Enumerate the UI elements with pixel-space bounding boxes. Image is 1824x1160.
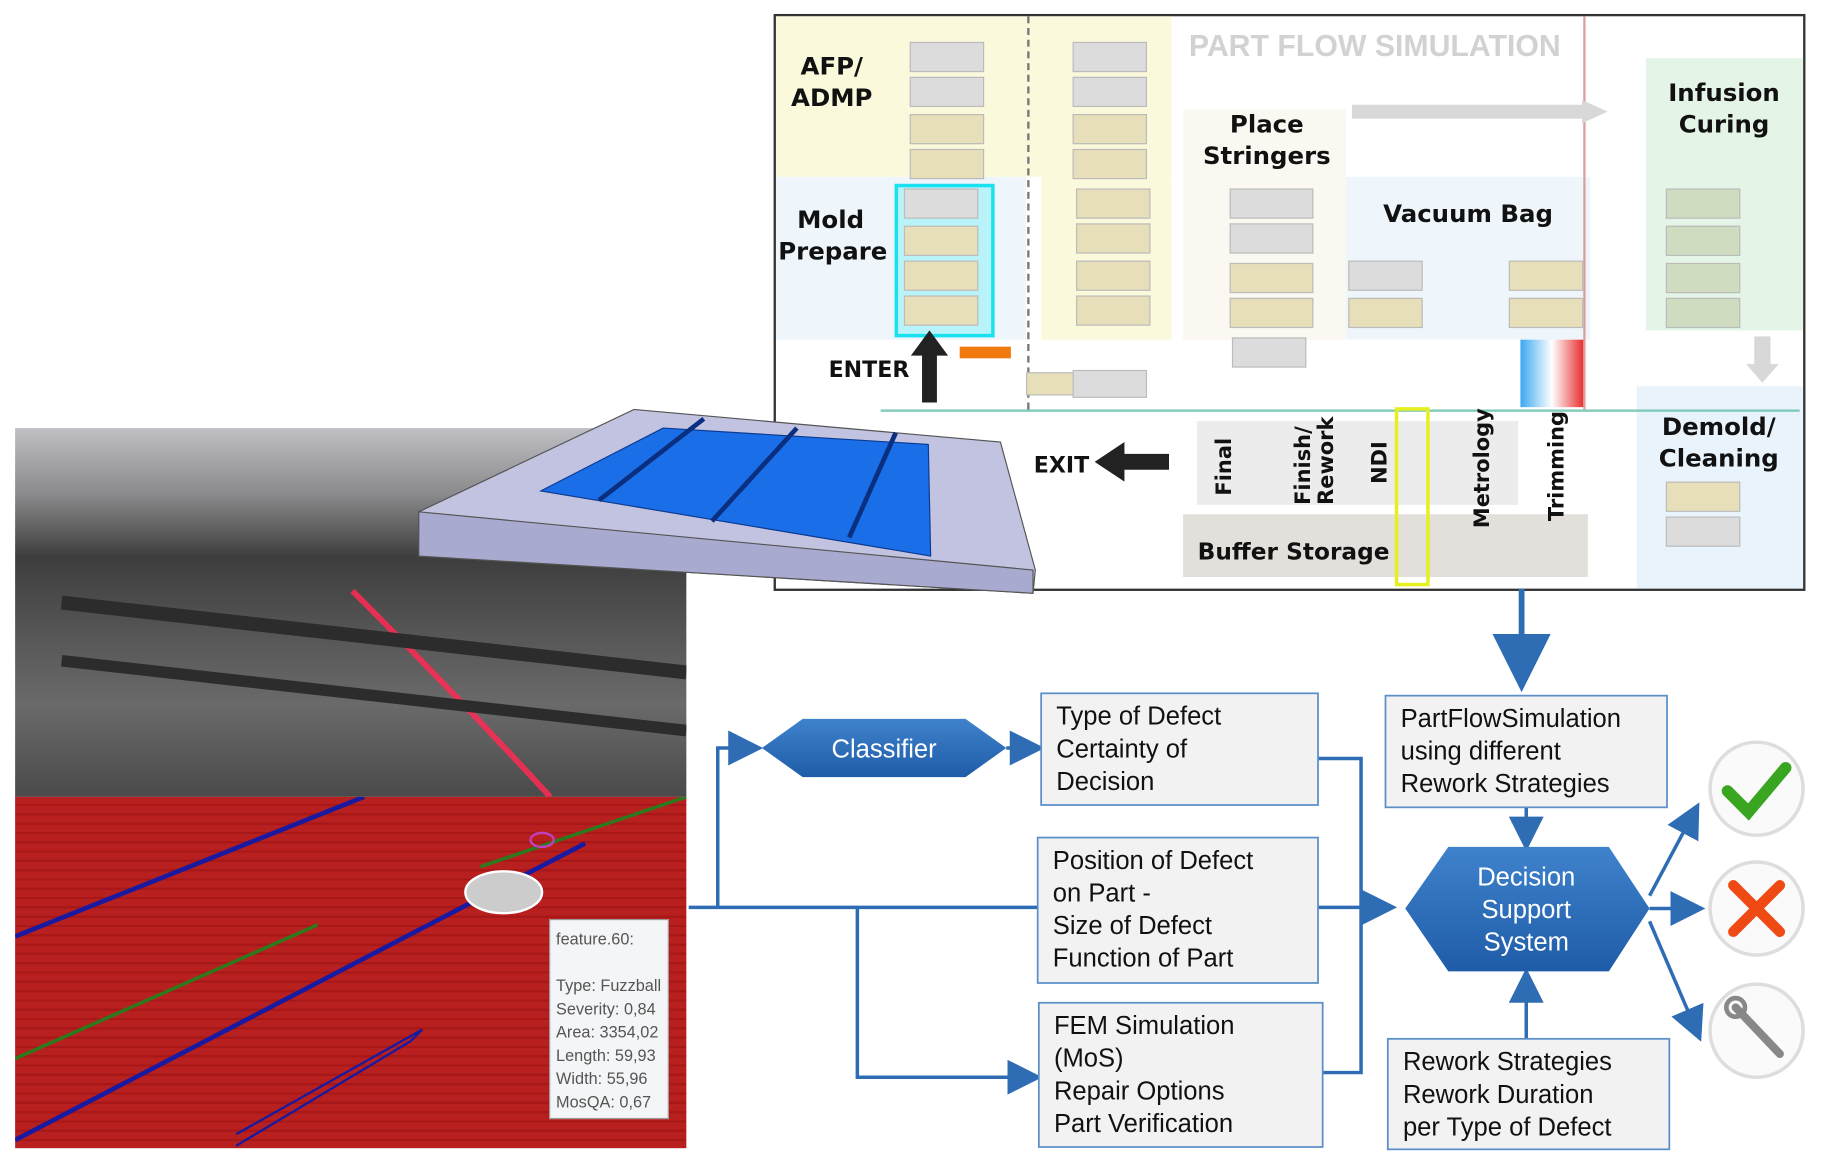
tooltip-title: feature.60: xyxy=(556,929,634,949)
mold-label: Mold xyxy=(797,205,865,234)
stringers-label: Place xyxy=(1229,110,1304,139)
vacuum-label: Vacuum Bag xyxy=(1383,200,1554,229)
svg-text:on Part -: on Part - xyxy=(1053,880,1151,908)
wrench-icon xyxy=(1708,982,1805,1079)
svg-text:per Type of Defect: per Type of Defect xyxy=(1403,1113,1612,1141)
buffer-zone xyxy=(1183,514,1588,577)
decision-support-node xyxy=(1405,846,1650,972)
position-of-defect-box xyxy=(1036,836,1319,984)
composite-part-3d xyxy=(418,408,1036,594)
mold-label: Prepare xyxy=(778,237,888,266)
svg-text:using different: using different xyxy=(1401,738,1561,766)
svg-text:Position of Defect: Position of Defect xyxy=(1053,847,1253,875)
tooltip-line: MosQA: 0,67 xyxy=(556,1092,652,1111)
defect-tooltip: feature.60: Type: Fuzzball Severity: 0,8… xyxy=(549,919,669,1120)
svg-text:FEM Simulation: FEM Simulation xyxy=(1054,1012,1235,1040)
classifier-label: Classifier xyxy=(832,735,938,763)
infusion-label: Infusion xyxy=(1668,79,1780,108)
classifier-node xyxy=(761,718,1007,778)
tooltip-line: Area: 3354,02 xyxy=(556,1022,659,1042)
svg-text:Decision: Decision xyxy=(1477,863,1575,891)
svg-text:Type of Defect: Type of Defect xyxy=(1056,703,1221,731)
svg-text:Rework Strategies: Rework Strategies xyxy=(1401,770,1610,798)
divider xyxy=(1027,16,1032,410)
tooltip-line: Length: 59,93 xyxy=(556,1045,656,1065)
tooltip-line: Type: Fuzzball xyxy=(556,976,662,995)
fem-simulation-box xyxy=(1037,1001,1324,1148)
afp-label: ADMP xyxy=(791,83,873,112)
svg-text:Part Verification: Part Verification xyxy=(1054,1110,1233,1138)
simulation-title: PART FLOW SIMULATION xyxy=(1188,27,1561,63)
svg-text:System: System xyxy=(1484,928,1569,956)
tooltip-line: Width: 55,96 xyxy=(556,1069,648,1088)
infusion-label: Curing xyxy=(1678,110,1770,139)
enter-label: ENTER xyxy=(828,357,910,383)
afp-label: AFP/ xyxy=(800,52,863,81)
type-of-defect-box xyxy=(1040,692,1319,806)
svg-text:Support: Support xyxy=(1481,896,1571,924)
svg-text:(MoS): (MoS) xyxy=(1054,1045,1124,1073)
svg-text:Function of Part: Function of Part xyxy=(1053,945,1234,973)
orange-marker xyxy=(959,346,1011,359)
demold-label: Demold/ xyxy=(1661,412,1776,441)
heat-gradient xyxy=(1520,339,1584,408)
flow-arrow-right-icon xyxy=(1351,100,1608,124)
tooltip-line: Severity: 0,84 xyxy=(556,999,656,1018)
svg-text:Decision: Decision xyxy=(1056,768,1154,796)
part-flow-simulation-box xyxy=(1384,694,1668,809)
cross-icon xyxy=(1708,860,1805,957)
svg-text:Repair Options: Repair Options xyxy=(1054,1077,1225,1105)
svg-text:PartFlowSimulation: PartFlowSimulation xyxy=(1401,705,1621,733)
demold-label: Cleaning xyxy=(1658,444,1779,473)
svg-text:Size of Defect: Size of Defect xyxy=(1053,912,1212,940)
svg-text:Certainty of: Certainty of xyxy=(1056,735,1188,763)
rework-strategies-box xyxy=(1386,1037,1671,1151)
stringers-label: Stringers xyxy=(1202,141,1331,170)
finish-zone xyxy=(1197,421,1519,505)
defect-marker xyxy=(464,870,544,915)
divider xyxy=(1583,16,1586,410)
ndi-gantry xyxy=(1394,407,1430,587)
svg-text:Rework Duration: Rework Duration xyxy=(1403,1081,1594,1109)
check-icon xyxy=(1708,740,1805,837)
svg-text:Rework Strategies: Rework Strategies xyxy=(1403,1048,1612,1076)
conveyor-line xyxy=(880,409,1800,412)
exit-label: EXIT xyxy=(1033,452,1090,479)
buffer-label: Buffer Storage xyxy=(1197,537,1390,566)
